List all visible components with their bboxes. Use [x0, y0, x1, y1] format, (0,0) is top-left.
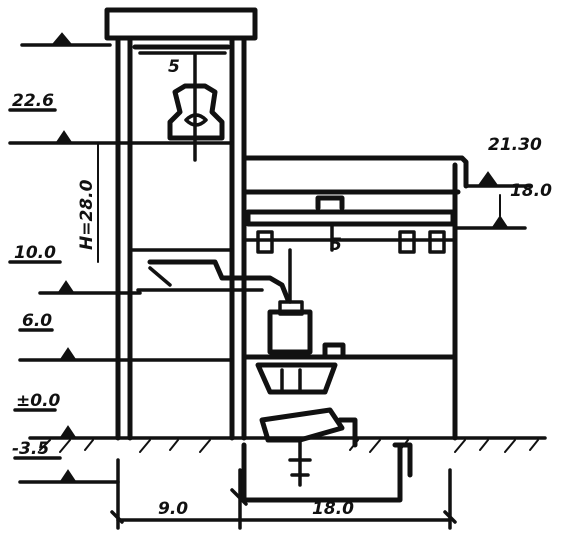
- elevation-10-0: 10.0: [14, 243, 56, 263]
- upper-crane-hook-label: 5: [168, 57, 180, 77]
- converter-equipment: [136, 248, 413, 503]
- elevation-22-6: 22.6: [12, 91, 54, 111]
- low-bay-structure: [241, 155, 469, 441]
- elevation-21-30: 21.30: [488, 135, 542, 155]
- elevation-minus-3-5: -3.5: [12, 439, 49, 459]
- elevation-markers-right: [453, 171, 532, 230]
- right-span-dimension: 18.0: [312, 499, 354, 519]
- elevation-6-0: 6.0: [22, 311, 52, 331]
- left-span-dimension: 9.0: [158, 499, 188, 519]
- elevation-markers-left: [8, 32, 142, 484]
- height-h-28: H=28.0: [77, 179, 97, 250]
- lower-crane-hook-label: 5: [330, 235, 342, 255]
- tower-ladle: [167, 53, 225, 162]
- elevation-0-0: ±0.0: [16, 391, 61, 411]
- dimension-lines: [110, 458, 457, 530]
- tower-structure: [104, 7, 258, 441]
- elevation-18-0: 18.0: [510, 181, 552, 201]
